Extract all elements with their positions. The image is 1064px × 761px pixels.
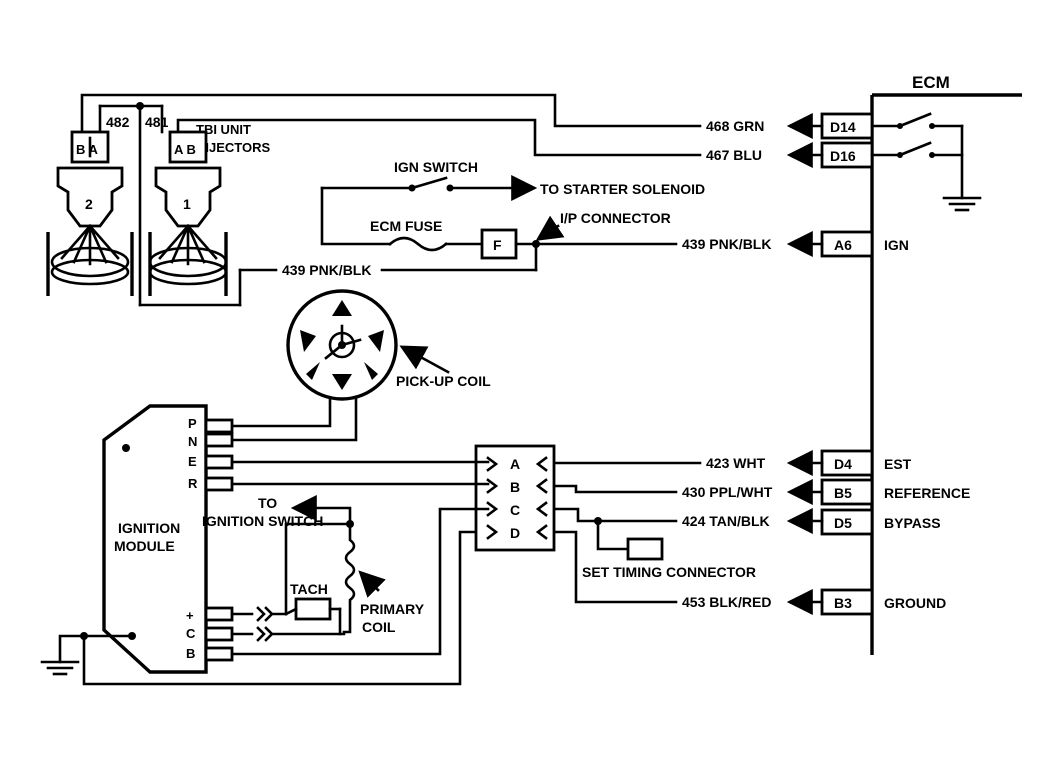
ecm-injector-driver-switches xyxy=(870,112,982,212)
coil-circuit: TO IGNITION SWITCH PRIMARY COIL TACH xyxy=(202,495,425,642)
ign-switch-label: IGN SWITCH xyxy=(394,159,478,175)
svg-text:E: E xyxy=(188,454,197,469)
ecm-func-label: GROUND xyxy=(884,595,946,611)
to-ign-label-2: IGNITION SWITCH xyxy=(202,513,323,529)
ecm-pin-label: D16 xyxy=(830,148,856,164)
wire-label: 468 GRN xyxy=(706,118,764,134)
svg-text:B A: B A xyxy=(76,142,99,157)
injector-2: B A 2 xyxy=(46,130,134,296)
svg-text:C: C xyxy=(186,626,196,641)
svg-text:N: N xyxy=(188,434,197,449)
tbi-injectors: TBI UNIT INJECTORS 482 481 439 PNK/BLK B… xyxy=(46,102,538,307)
ecm-pin-label: B5 xyxy=(834,485,852,501)
ip-connector-label: I/P CONNECTOR xyxy=(560,210,671,226)
ecm-pin-b3 xyxy=(820,588,874,616)
injector-1-number: 1 xyxy=(183,196,191,212)
ecm-func-label: EST xyxy=(884,456,912,472)
svg-text:D: D xyxy=(510,525,520,541)
ecm-fuse-label: ECM FUSE xyxy=(370,218,442,234)
ecm-func-label: BYPASS xyxy=(884,515,941,531)
primary-coil-label-2: COIL xyxy=(362,619,396,635)
injector-1: A B 1 xyxy=(148,130,228,296)
ecm-title: ECM xyxy=(912,73,950,92)
svg-text:C: C xyxy=(510,502,520,518)
primary-coil-label-1: PRIMARY xyxy=(360,601,425,617)
svg-text:B: B xyxy=(510,479,520,495)
wire-label: 423 WHT xyxy=(706,455,766,471)
wire-label: 439 PNK/BLK xyxy=(682,236,771,252)
set-timing-label: SET TIMING CONNECTOR xyxy=(582,564,756,580)
ecm-pin-label: D14 xyxy=(830,119,856,135)
svg-text:B: B xyxy=(186,646,195,661)
ecm-pin-label: D4 xyxy=(834,456,852,472)
module-label-1: IGNITION xyxy=(118,520,180,536)
wire-481-label: 481 xyxy=(145,114,169,130)
power-circuit: IGN SWITCH TO STARTER SOLENOID ECM FUSE … xyxy=(320,159,705,260)
set-timing-connector xyxy=(626,537,664,561)
ecm-pin-label: B3 xyxy=(834,595,852,611)
tach-label: TACH xyxy=(290,581,328,597)
starter-label: TO STARTER SOLENOID xyxy=(540,181,705,197)
svg-text:A B: A B xyxy=(174,142,196,157)
tach-connector xyxy=(294,597,332,621)
injectors-label-2: INJECTORS xyxy=(196,140,270,155)
injectors-label-1: TBI UNIT xyxy=(196,122,251,137)
ecm-pin-label: A6 xyxy=(834,237,852,253)
wire-label: 453 BLK/RED xyxy=(682,594,771,610)
ecm-wires: 468 GRN 467 BLU 439 PNK/BLK 423 WHT 430 … xyxy=(80,93,824,615)
svg-text:R: R xyxy=(188,476,198,491)
wire-label: 424 TAN/BLK xyxy=(682,513,770,529)
four-pin-connector: A B C D xyxy=(230,444,556,656)
wire-482-label: 482 xyxy=(106,114,130,130)
ecm-func-label: IGN xyxy=(884,237,909,253)
wire-439-injector-label: 439 PNK/BLK xyxy=(282,262,371,278)
ip-connector-f xyxy=(480,228,518,260)
svg-text:A: A xyxy=(510,456,520,472)
ecm-pin-b5 xyxy=(820,478,874,506)
ecm-block: ECM D14 D16 A6 D4 B5 D5 B3 IGN EST REFER… xyxy=(820,73,1022,655)
injector-2-number: 2 xyxy=(85,196,93,212)
module-label-2: MODULE xyxy=(114,538,175,554)
pickup-coil-label: PICK-UP COIL xyxy=(396,373,491,389)
distributor: PICK-UP COIL xyxy=(230,289,491,442)
svg-text:+: + xyxy=(186,608,194,623)
f-pin-label: F xyxy=(493,237,502,253)
ecm-func-label: REFERENCE xyxy=(884,485,970,501)
wire-label: 430 PPL/WHT xyxy=(682,484,773,500)
ignition-module: IGNITION MODULE P N E R + C B xyxy=(40,404,490,686)
ecm-pin-label: D5 xyxy=(834,515,852,531)
to-ign-label-1: TO xyxy=(258,495,277,511)
svg-text:P: P xyxy=(188,416,197,431)
wire-label: 467 BLU xyxy=(706,147,762,163)
